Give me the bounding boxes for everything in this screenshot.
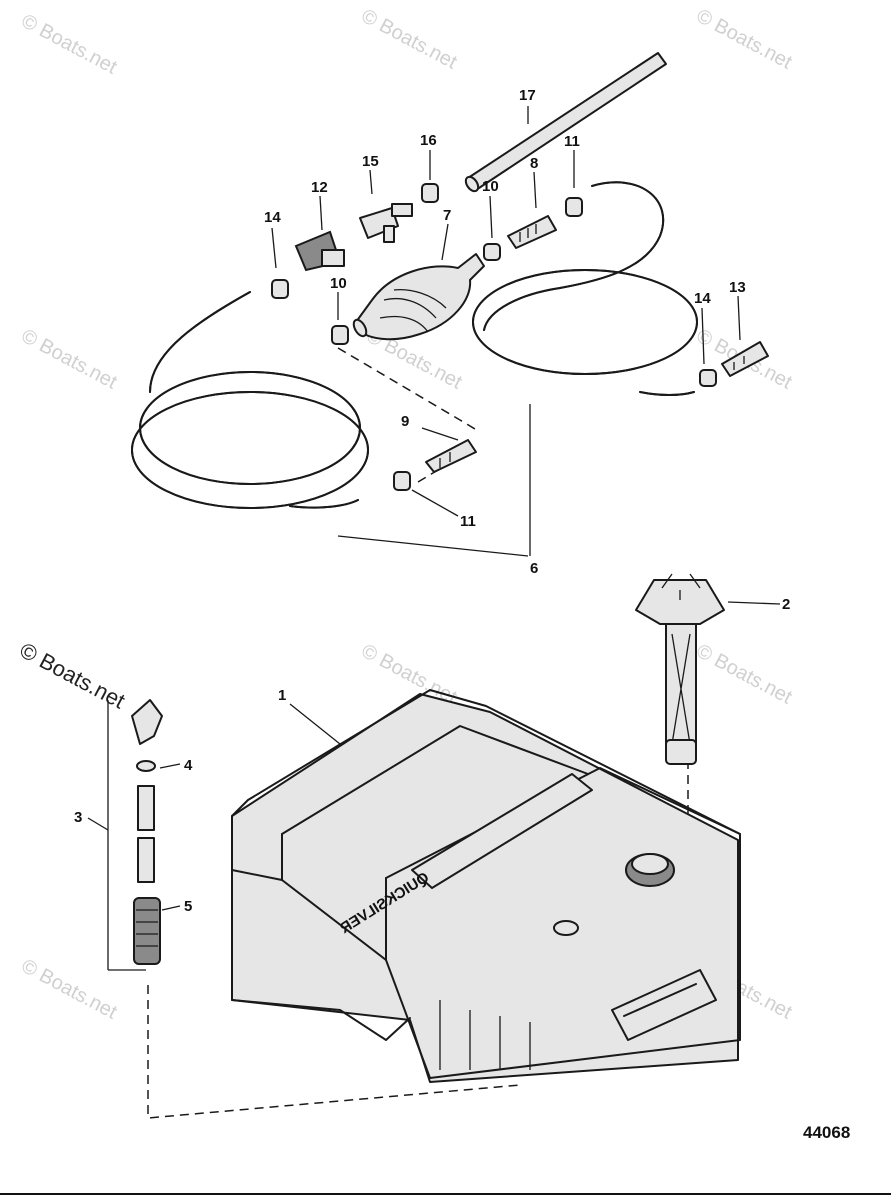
part-3-pickup-assembly <box>107 699 163 971</box>
part-15-connector <box>359 203 413 243</box>
callout-11-lower: 11 <box>460 513 476 530</box>
callout-9: 9 <box>401 413 409 430</box>
part-6-hose-coil-left <box>131 291 369 509</box>
part-1-fuel-tank: QUICKSILVER <box>231 689 741 1083</box>
callout-15: 15 <box>362 153 379 170</box>
part-12-fitting <box>294 230 345 272</box>
part-14-clamp-lower <box>699 369 717 387</box>
watermark-2: © Boats.net <box>358 5 461 74</box>
callout-10-lower: 10 <box>330 275 347 292</box>
callout-3: 3 <box>74 809 82 826</box>
watermark-9: © Boats.net <box>18 955 121 1024</box>
part-13-fitting <box>721 341 769 377</box>
callouts: 17 16 15 12 14 7 10 8 11 10 14 13 9 11 6… <box>74 87 790 915</box>
leader-lines <box>87 106 781 911</box>
watermark-1: © Boats.net <box>18 10 121 79</box>
part-14-clamp-upper <box>271 279 289 299</box>
callout-5: 5 <box>184 898 192 915</box>
part-7-primer-bulb <box>352 253 485 341</box>
watermark-strong: © Boats.net <box>16 637 130 713</box>
watermark-7: © Boats.net <box>358 640 461 709</box>
callout-16: 16 <box>420 132 437 149</box>
bottom-rule <box>0 1193 891 1195</box>
callout-4: 4 <box>184 757 193 774</box>
callout-11-upper: 11 <box>564 133 580 150</box>
callout-14-lower: 14 <box>694 290 711 307</box>
part-10-clamp-upper <box>483 243 501 261</box>
callout-7: 7 <box>443 207 451 224</box>
callout-1: 1 <box>278 687 286 704</box>
part-8-connector <box>507 215 557 249</box>
part-16-clamp <box>421 183 439 203</box>
part-9-connector <box>425 439 477 473</box>
part-2-fuel-gauge <box>635 573 725 765</box>
watermark-3: © Boats.net <box>693 5 796 74</box>
watermark-8: © Boats.net <box>693 640 796 709</box>
callout-17: 17 <box>519 87 536 104</box>
callout-13: 13 <box>729 279 746 296</box>
part-11-clamp-upper <box>565 197 583 217</box>
diagram-number: 44068 <box>803 1123 850 1142</box>
part-17-hose <box>464 52 667 193</box>
callout-2: 2 <box>782 596 790 613</box>
callout-8: 8 <box>530 155 538 172</box>
callout-10-upper: 10 <box>482 178 499 195</box>
callout-6: 6 <box>530 560 538 577</box>
callout-12: 12 <box>311 179 328 196</box>
watermark-4: © Boats.net <box>18 325 121 394</box>
part-6-hose-coil-right <box>472 181 698 396</box>
part-11-clamp-lower <box>393 471 411 491</box>
part-10-clamp-lower <box>331 325 349 345</box>
callout-14-upper: 14 <box>264 209 281 226</box>
